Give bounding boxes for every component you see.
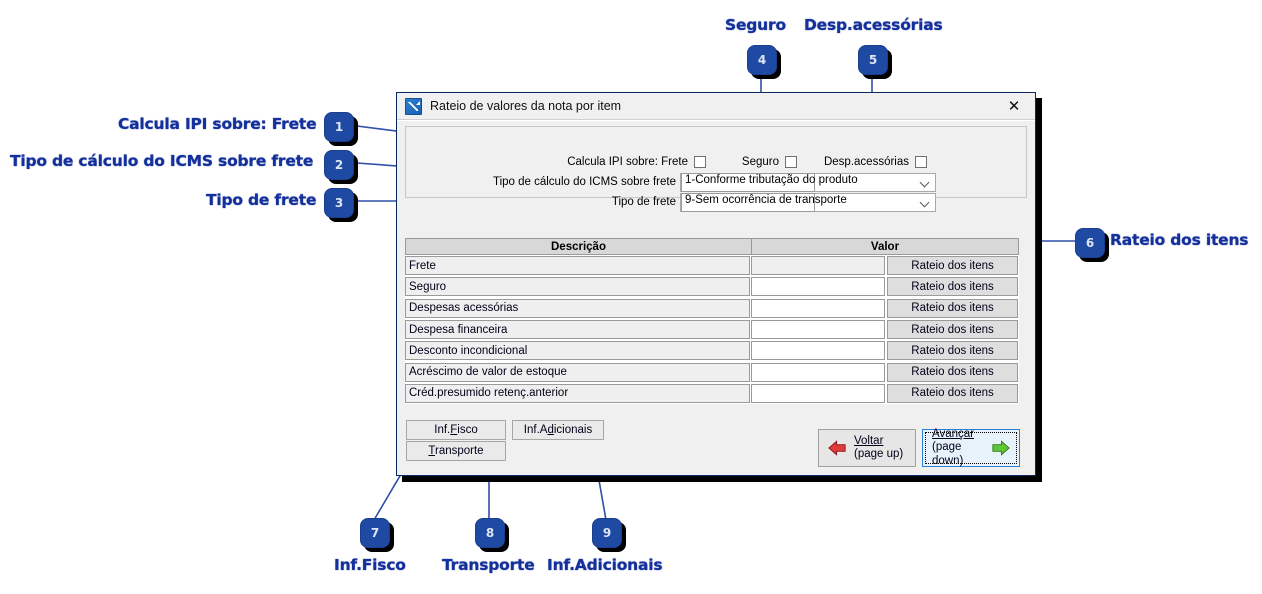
table-row: Seguro Rateio dos itens [405, 276, 1019, 297]
inf-fisco-accel: F [450, 424, 458, 436]
inf-adicionais-label: Inf.Adicionais [523, 424, 593, 436]
row-descricao: Frete [405, 256, 750, 276]
annotation-label-8: Transporte [442, 556, 535, 574]
annotation-label-6: Rateio dos itens [1110, 231, 1249, 249]
seguro-label: Seguro [741, 156, 779, 168]
annotation-badge-8: 8 [475, 518, 505, 548]
row-valor-input [751, 256, 885, 276]
annotation-badge-7: 7 [360, 518, 390, 548]
rateio-dos-itens-button[interactable]: Rateio dos itens [887, 256, 1018, 276]
annotation-label-4: Seguro [725, 16, 786, 34]
row-valor-input[interactable] [751, 320, 885, 340]
row-valor-input[interactable] [751, 277, 885, 297]
table-row: Despesas acessórias Rateio dos itens [405, 298, 1019, 319]
annotation-badge-1: 1 [324, 112, 354, 142]
close-icon[interactable]: ✕ [1007, 97, 1021, 115]
icms-calc-value: 1-Conforme tributação do produto [681, 172, 858, 192]
icms-calc-label: Tipo de cálculo do ICMS sobre frete [492, 176, 676, 188]
column-header-descricao: Descrição [406, 239, 752, 254]
row-descricao: Acréscimo de valor de estoque [405, 362, 750, 382]
desp-acessorias-checkbox[interactable] [915, 156, 927, 168]
calcula-ipi-checkbox[interactable] [694, 156, 706, 168]
annotation-label-1: Calcula IPI sobre: Frete [118, 115, 317, 133]
table-row: Despesa financeira Rateio dos itens [405, 319, 1019, 340]
voltar-button[interactable]: Voltar (page up) [818, 429, 916, 467]
tipo-frete-label: Tipo de frete [611, 196, 676, 208]
annotation-badge-3: 3 [324, 188, 354, 218]
voltar-text: Voltar (page up) [854, 435, 903, 462]
rateio-dos-itens-button[interactable]: Rateio dos itens [887, 320, 1018, 340]
annotation-label-9: Inf.Adicionais [547, 556, 663, 574]
annotation-badge-9: 9 [592, 518, 622, 548]
arrow-right-green-icon [992, 440, 1010, 456]
window-title: Rateio de valores da nota por item [430, 99, 622, 113]
icms-calc-select[interactable]: 1-Conforme tributação do produto [680, 172, 936, 192]
annotation-label-3: Tipo de frete [206, 191, 317, 209]
row-descricao: Despesa financeira [405, 320, 750, 340]
voltar-line1: Voltar [854, 434, 884, 447]
row-descricao: Créd.presumido retenç.anterior [405, 383, 750, 403]
calcula-ipi-label: Calcula IPI sobre: Frete [567, 156, 688, 168]
table-row: Créd.presumido retenç.anterior Rateio dos… [405, 383, 1019, 404]
annotation-label-2: Tipo de cálculo do ICMS sobre frete [10, 152, 314, 170]
annotation-badge-4: 4 [747, 45, 777, 75]
table-row: Desconto incondicional Rateio dos itens [405, 340, 1019, 361]
row-valor-input[interactable] [751, 298, 885, 318]
rateio-dos-itens-button[interactable]: Rateio dos itens [887, 277, 1018, 297]
inf-adicionais-button[interactable]: Inf.Adicionais [512, 420, 604, 440]
rateio-dialog-window: Rateio de valores da nota por item ✕ Cal… [396, 92, 1036, 476]
rateio-dos-itens-button[interactable]: Rateio dos itens [887, 341, 1018, 361]
title-bar: Rateio de valores da nota por item ✕ [397, 93, 1035, 120]
row-valor-input[interactable] [751, 383, 885, 403]
tipo-frete-select[interactable]: 9-Sem ocorrência de transporte [680, 192, 936, 212]
seguro-checkbox[interactable] [785, 156, 797, 168]
avancar-line2: (page down) [932, 441, 964, 467]
chevron-down-icon [921, 199, 929, 204]
avancar-line1: Avançar [932, 427, 974, 440]
row-descricao: Desconto incondicional [405, 341, 750, 361]
annotation-badge-6: 6 [1075, 228, 1105, 258]
transporte-button[interactable]: Transporte [406, 441, 506, 461]
chevron-down-icon [921, 179, 929, 184]
dialog-client-area: Calcula IPI sobre: Frete Seguro Desp.ace… [397, 120, 1035, 475]
avancar-button[interactable]: Avançar (page down) [922, 428, 1020, 469]
rateio-dos-itens-button[interactable]: Rateio dos itens [887, 383, 1018, 403]
transporte-accel: T [428, 445, 435, 457]
row-valor-input[interactable] [751, 341, 885, 361]
avancar-text: Avançar (page down) [932, 428, 984, 469]
row-valor-input[interactable] [751, 362, 885, 382]
voltar-line2: (page up) [854, 448, 904, 460]
table-header-row: Descrição Valor [405, 238, 1019, 255]
desp-acessorias-label: Desp.acessórias [823, 156, 909, 168]
row-descricao: Despesas acessórias [405, 298, 750, 318]
table-row: Acréscimo de valor de estoque Rateio dos … [405, 361, 1019, 382]
rateio-dos-itens-button[interactable]: Rateio dos itens [887, 362, 1018, 382]
inf-fisco-button[interactable]: Inf.Fisco [406, 420, 506, 440]
row-descricao: Seguro [405, 277, 750, 297]
annotation-label-5: Desp.acessórias [804, 16, 943, 34]
transporte-label: Transporte [428, 445, 484, 457]
chart-arrow-icon [405, 97, 422, 115]
tipo-frete-value: 9-Sem ocorrência de transporte [681, 192, 847, 212]
inf-adicionais-accel: d [547, 424, 554, 436]
annotation-badge-2: 2 [324, 150, 354, 180]
rateio-dos-itens-button[interactable]: Rateio dos itens [887, 298, 1018, 318]
inf-fisco-label: Inf.Fisco [434, 424, 478, 436]
table-row: Frete Rateio dos itens [405, 255, 1019, 276]
arrow-left-red-icon [828, 440, 846, 456]
options-group: Calcula IPI sobre: Frete Seguro Desp.ace… [405, 126, 1027, 212]
column-header-valor: Valor [870, 240, 900, 253]
annotation-badge-5: 5 [858, 45, 888, 75]
annotation-label-7: Inf.Fisco [334, 556, 406, 574]
